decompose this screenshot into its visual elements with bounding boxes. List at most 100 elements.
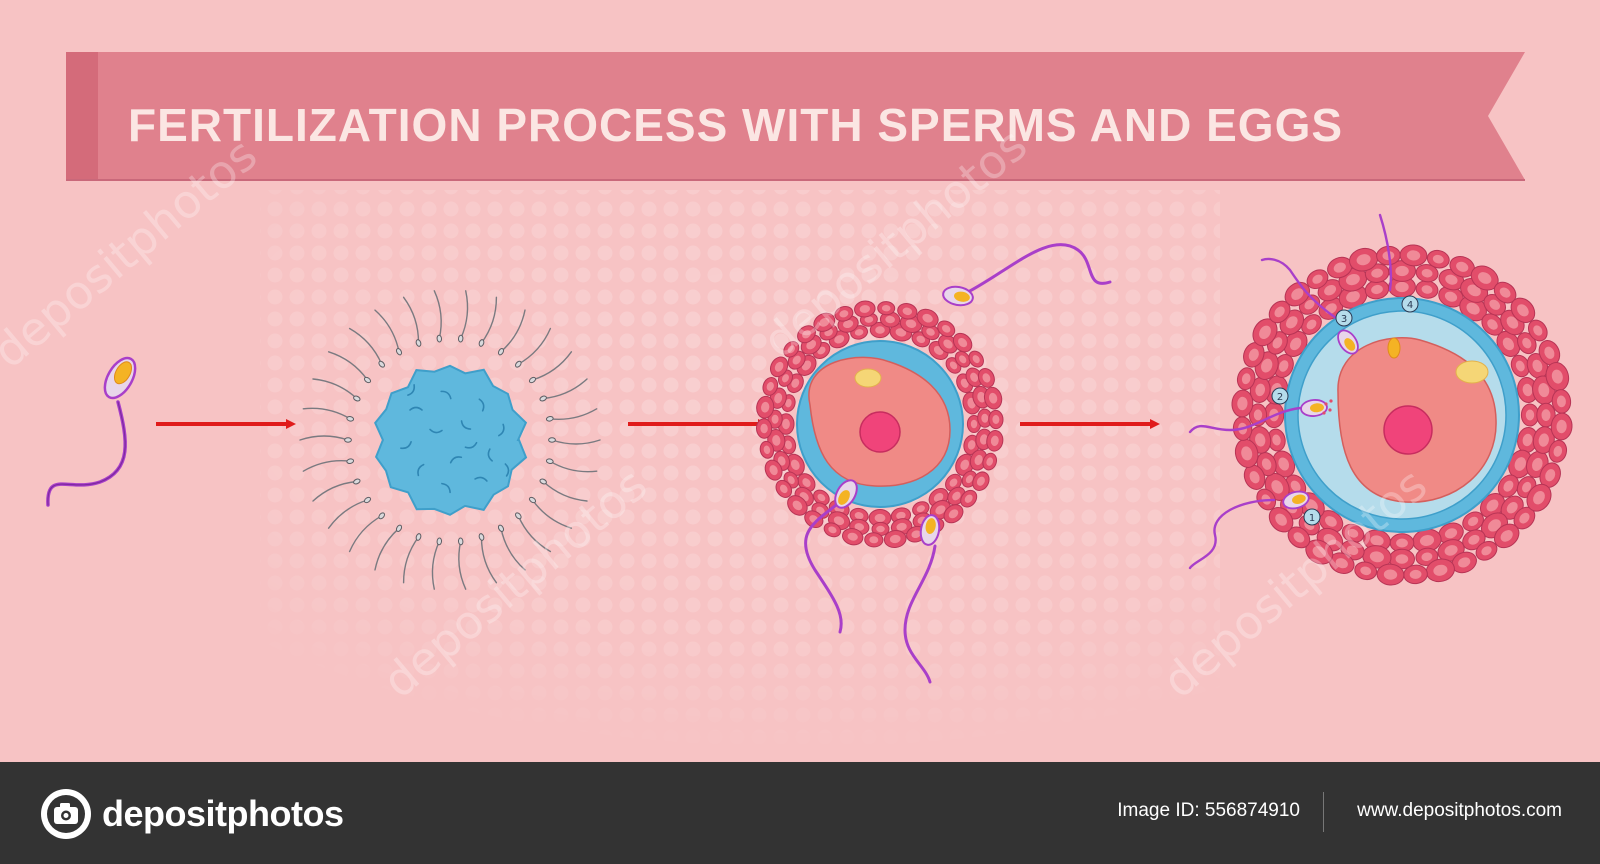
egg-texture-mark xyxy=(400,441,412,450)
follicle-cell-nucleus xyxy=(948,509,959,519)
follicle-cell-nucleus xyxy=(1522,433,1533,447)
grey-sperm-head xyxy=(378,360,386,368)
follicle-cell-nucleus xyxy=(1432,254,1444,264)
follicle-cell-nucleus xyxy=(1324,284,1337,296)
polar-body-large xyxy=(1455,360,1489,384)
follicle-cell-nucleus xyxy=(1369,551,1384,563)
follicle-cell-nucleus xyxy=(1532,359,1543,373)
follicle-cell-nucleus xyxy=(1488,519,1501,532)
follicle-cell-nucleus xyxy=(1444,545,1458,556)
follicle-cell-nucleus xyxy=(1506,501,1518,514)
follicle-cell-nucleus xyxy=(1556,395,1566,408)
grey-sperm-tail xyxy=(374,527,400,571)
follicle-cell-nucleus xyxy=(1278,457,1290,471)
egg-texture-mark xyxy=(474,476,488,482)
follicle-cell-nucleus xyxy=(843,319,854,329)
follicle-cell-nucleus xyxy=(1444,528,1458,539)
follicle-cell-nucleus xyxy=(1360,566,1372,576)
follicle-cell-nucleus xyxy=(1395,265,1409,277)
brand-name: depositphotos xyxy=(102,793,344,834)
follicle-cell-nucleus xyxy=(974,454,983,466)
follicle-cell-nucleus xyxy=(864,316,874,323)
follicle-cell-nucleus xyxy=(1481,546,1492,556)
stage-badge-2: 2 xyxy=(1271,387,1289,405)
grey-sperm-tail xyxy=(348,327,383,365)
follicle-cell-nucleus xyxy=(1259,325,1271,339)
badge-label-1: 1 xyxy=(1309,513,1315,524)
follicle-cell-nucleus xyxy=(833,516,845,526)
grey-sperm-swarm xyxy=(299,290,601,590)
grey-sperm-tail xyxy=(402,296,420,344)
follicle-cell-nucleus xyxy=(986,457,994,466)
acrosome-dots xyxy=(1322,399,1333,415)
egg-texture-mark xyxy=(441,482,451,494)
follicle-cell-nucleus xyxy=(1445,274,1458,285)
follicle-cell-nucleus xyxy=(874,513,886,523)
follicle-cell-nucleus xyxy=(1499,287,1511,298)
follicle-cell-nucleus xyxy=(988,392,998,404)
follicle-cell-nucleus xyxy=(926,328,935,336)
follicle-cell-nucleus xyxy=(763,445,771,455)
grey-sperm-head xyxy=(378,512,386,520)
brand-logo[interactable]: depositphotos xyxy=(40,788,344,840)
follicle-cell-nucleus xyxy=(916,335,926,344)
grey-sperm-head xyxy=(528,376,537,384)
grey-sperm-tail xyxy=(348,515,383,553)
grey-sperm-head xyxy=(478,533,485,541)
follicle-cell-nucleus xyxy=(1346,545,1359,555)
follicle-cell-nucleus xyxy=(1522,481,1532,493)
follicle-cell-nucleus xyxy=(802,330,811,339)
site-url[interactable]: www.depositphotos.com xyxy=(1357,800,1562,821)
follicle-cell-nucleus xyxy=(959,355,967,364)
grey-sperm-head xyxy=(415,533,422,541)
follicle-cells-large xyxy=(1231,244,1573,586)
follicle-cell-nucleus xyxy=(1406,250,1421,261)
image-id: Image ID: 556874910 xyxy=(1117,800,1300,821)
follicle-cell-nucleus xyxy=(916,505,925,513)
follicle-cell-nucleus xyxy=(1522,337,1532,349)
follicle-cell-nucleus xyxy=(1519,512,1530,524)
grey-sperm-tail xyxy=(327,351,369,381)
grey-sperm-tail xyxy=(551,439,601,445)
follicle-cell-nucleus xyxy=(1467,516,1479,527)
follicle-cell-nucleus xyxy=(1305,499,1318,512)
follicle-cell-nucleus xyxy=(782,374,789,383)
stage-badge-3: 3 xyxy=(1335,309,1353,327)
follicle-cell-nucleus xyxy=(784,440,792,450)
follicle-cell-nucleus xyxy=(952,491,961,501)
egg-corona xyxy=(374,364,528,516)
grey-sperm-tail xyxy=(302,460,351,472)
follicle-cell-nucleus xyxy=(774,393,783,404)
follicle-cell-nucleus xyxy=(1395,554,1409,564)
follicle-cell-nucleus xyxy=(1421,552,1433,562)
grey-sperm-head xyxy=(528,496,537,504)
follicle-cell-nucleus xyxy=(1525,409,1535,421)
badge-label-3: 3 xyxy=(1341,314,1347,325)
stage-4-fertilization: 1 2 3 4 xyxy=(1188,213,1573,586)
follicle-cell-nucleus xyxy=(1271,480,1284,494)
follicle-cell-nucleus xyxy=(1293,532,1305,543)
grey-sperm-head xyxy=(395,348,403,356)
follicle-cell-nucleus xyxy=(881,304,891,312)
stage-badge-4: 4 xyxy=(1401,295,1419,313)
follicle-cell-nucleus xyxy=(1503,480,1514,492)
follicle-cell-nucleus xyxy=(1502,337,1515,351)
follicle-cell-nucleus xyxy=(967,440,976,450)
egg-texture-mark xyxy=(460,420,472,430)
grey-sperm-head xyxy=(539,478,547,485)
grey-sperm-tail xyxy=(500,527,526,571)
grey-sperm-head xyxy=(539,395,547,402)
follicle-cell-nucleus xyxy=(869,536,879,544)
follicle-cell-nucleus xyxy=(1285,316,1298,329)
follicle-cell-nucleus xyxy=(854,329,864,336)
follicle-cell-nucleus xyxy=(785,398,792,408)
egg-texture-mark xyxy=(409,406,423,411)
follicle-cell-nucleus xyxy=(1500,530,1513,542)
follicle-cell-nucleus xyxy=(806,339,817,350)
follicle-cell-nucleus xyxy=(1312,546,1326,558)
grey-sperm-head xyxy=(346,416,355,422)
follicle-cell-nucleus xyxy=(1517,304,1529,317)
follicle-cell-nucleus xyxy=(1533,491,1545,505)
grey-sperm-head xyxy=(545,416,554,422)
follicle-cell-nucleus xyxy=(1487,319,1498,330)
